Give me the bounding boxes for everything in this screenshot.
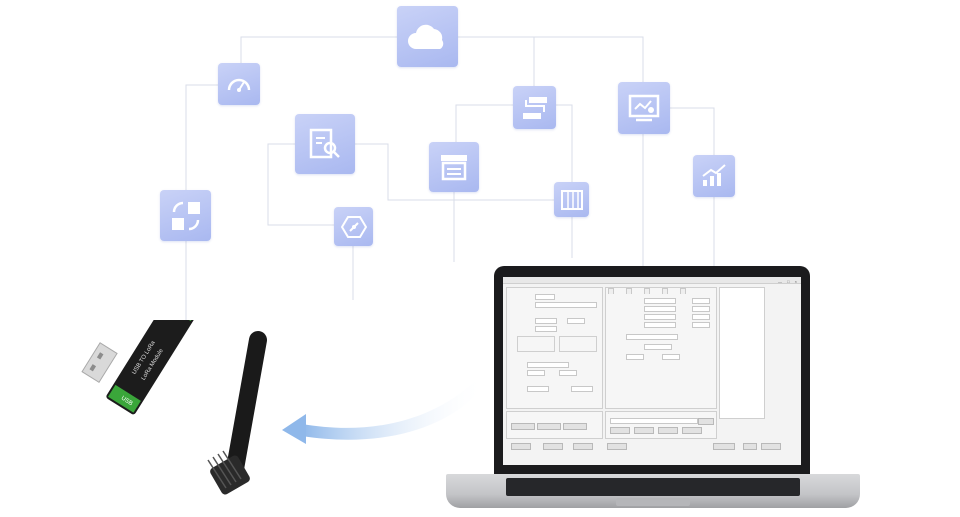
- flow-switch-icon: [513, 86, 556, 129]
- field[interactable]: [535, 302, 597, 308]
- settings-panel: [506, 287, 603, 409]
- field[interactable]: [692, 322, 710, 328]
- field[interactable]: [644, 298, 676, 304]
- tab[interactable]: [680, 288, 686, 294]
- touchpad: [616, 498, 690, 506]
- serial-tool-window: — □ ×: [503, 277, 801, 465]
- field[interactable]: [527, 362, 569, 368]
- window-controls[interactable]: — □ ×: [778, 279, 799, 284]
- field[interactable]: [610, 418, 698, 424]
- field[interactable]: [644, 344, 672, 350]
- brand-label: USB: [120, 396, 134, 408]
- field[interactable]: [626, 354, 644, 360]
- antenna: [207, 331, 267, 495]
- option-group: [517, 336, 555, 352]
- field[interactable]: [692, 306, 710, 312]
- tab[interactable]: [626, 288, 632, 294]
- usb-lora-dongle: USB USB TO LoRa LoRa Module: [80, 288, 280, 515]
- monitor-settings-icon: [618, 82, 670, 134]
- send-panel-left: [506, 411, 603, 439]
- transfer-arrow: [282, 376, 485, 444]
- hexagon-network-icon: [334, 207, 373, 246]
- tab[interactable]: [608, 288, 614, 294]
- button[interactable]: [511, 443, 531, 450]
- button[interactable]: [682, 427, 702, 434]
- config-panel: [605, 287, 717, 409]
- cloud-icon: [397, 6, 458, 67]
- field[interactable]: [644, 306, 676, 312]
- field[interactable]: [692, 314, 710, 320]
- field[interactable]: [692, 298, 710, 304]
- field[interactable]: [571, 386, 593, 392]
- field[interactable]: [626, 334, 678, 340]
- document-search-icon: [295, 114, 355, 174]
- button[interactable]: [543, 443, 563, 450]
- button[interactable]: [634, 427, 654, 434]
- window-title-bar: — □ ×: [503, 277, 801, 284]
- field[interactable]: [535, 294, 555, 300]
- field[interactable]: [527, 370, 545, 376]
- field[interactable]: [567, 318, 585, 324]
- button[interactable]: [743, 443, 757, 450]
- button[interactable]: [713, 443, 735, 450]
- button[interactable]: [511, 423, 535, 430]
- field[interactable]: [535, 318, 557, 324]
- button[interactable]: [537, 423, 561, 430]
- send-panel-right: [605, 411, 717, 439]
- button[interactable]: [607, 443, 627, 450]
- button[interactable]: [573, 443, 593, 450]
- transfer-box-icon: [429, 142, 479, 192]
- tab[interactable]: [662, 288, 668, 294]
- button[interactable]: [610, 427, 630, 434]
- option-group: [559, 336, 597, 352]
- button[interactable]: [761, 443, 781, 450]
- button[interactable]: [658, 427, 678, 434]
- laptop: — □ ×: [446, 266, 860, 510]
- button[interactable]: [563, 423, 587, 430]
- field[interactable]: [644, 322, 676, 328]
- field[interactable]: [535, 326, 557, 332]
- button[interactable]: [698, 418, 714, 425]
- piano-keys-icon: [554, 182, 589, 217]
- field[interactable]: [559, 370, 577, 376]
- growth-chart-icon: [693, 155, 735, 197]
- field[interactable]: [662, 354, 680, 360]
- gauge-icon: [218, 63, 260, 105]
- user-switch-icon: [160, 190, 211, 241]
- receive-panel: [719, 287, 765, 419]
- keyboard: [506, 478, 800, 496]
- field[interactable]: [527, 386, 549, 392]
- field[interactable]: [644, 314, 676, 320]
- tab[interactable]: [644, 288, 650, 294]
